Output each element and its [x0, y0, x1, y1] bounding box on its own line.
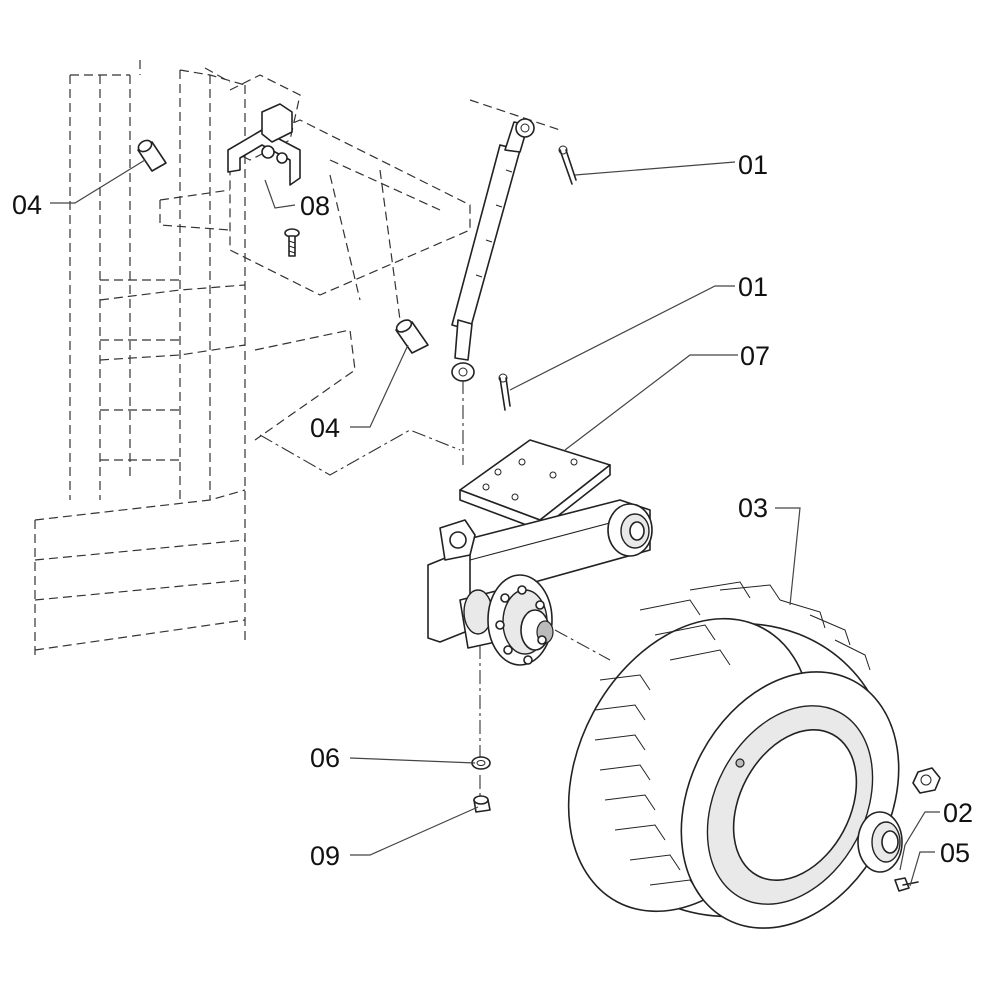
hydraulic-cylinder [451, 118, 535, 382]
callout-04: 04 [12, 190, 42, 220]
phantom-frame [34, 60, 561, 660]
callout-06: 06 [310, 743, 340, 773]
nut [473, 795, 491, 813]
callout-07: 07 [740, 341, 770, 371]
callout-01: 01 [738, 150, 768, 180]
hub-cap [857, 811, 903, 873]
wheel-nut [912, 767, 941, 794]
frame-bracket [227, 103, 301, 186]
screw [284, 228, 300, 257]
callout-03: 03 [738, 493, 768, 523]
swing-arm [427, 439, 653, 643]
leader-lines [50, 159, 940, 887]
tire [567, 581, 900, 929]
callout-04-lower: 04 [310, 413, 340, 443]
callout-09: 09 [310, 841, 340, 871]
bolt [894, 877, 919, 892]
pin-upper [137, 139, 167, 172]
callout-08: 08 [300, 191, 330, 221]
callout-01-lower: 01 [738, 272, 768, 302]
cotter-pin-upper [558, 145, 577, 185]
callout-05: 05 [940, 838, 970, 868]
cotter-pin-lower [498, 373, 511, 411]
callout-02: 02 [943, 798, 973, 828]
wheel-hub [459, 574, 554, 666]
pin-lower [395, 319, 429, 354]
